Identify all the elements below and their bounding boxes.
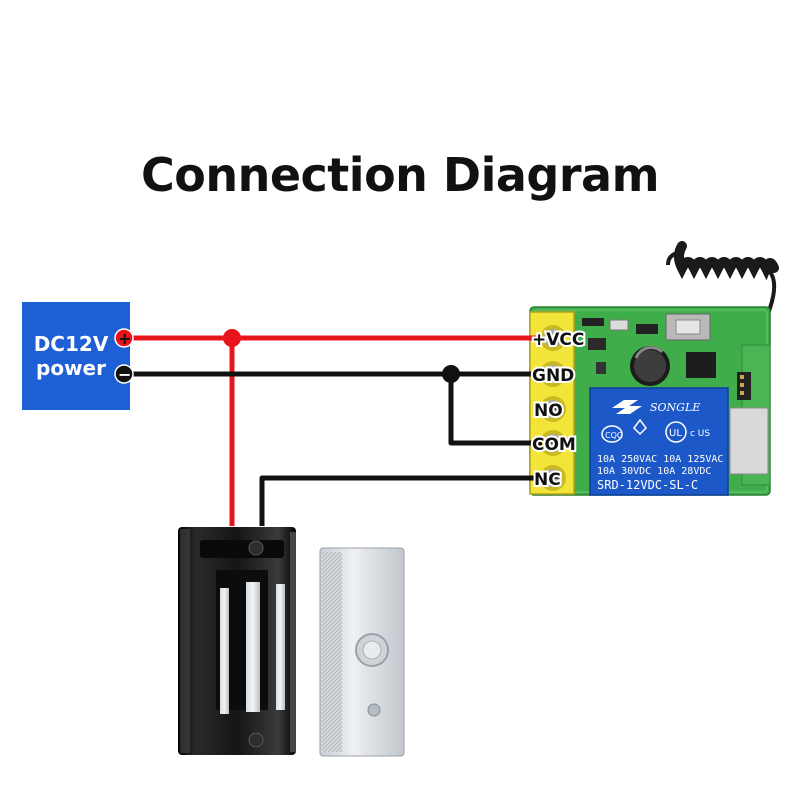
svg-text:CQC: CQC [605,431,623,440]
magnetic-lock [178,527,296,755]
page-title: Connection Diagram [140,148,660,202]
power-terminals: + − [114,328,134,384]
terminal-screw [540,361,566,387]
power-supply-box: DC12V power [22,302,130,410]
power-label-voltage: DC12V [33,332,109,356]
armature-plate [319,547,405,757]
wire-gnd-to-com [448,374,542,446]
power-label-power: power [36,356,106,380]
terminal-screw [540,465,566,491]
junction-positive [223,329,241,347]
relay-model: SRD-12VDC-SL-C [597,478,698,492]
plus-sign: + [118,329,131,348]
terminal-label-com: COM [532,435,576,455]
terminal-screw [540,396,566,422]
terminal-label-vcc: +VCC [532,330,584,350]
cert-marks: CQC UL c US [601,418,710,443]
minus-sign: − [118,365,131,384]
cert-text: c US [690,429,710,439]
relay-rating-2: 10A 30VDC 10A 28VDC [597,466,711,477]
terminal-label-nc: NC [534,470,561,490]
relay-brand: SONGLE [650,401,700,414]
terminal-labels: +VCC GND NO COM NC [530,328,586,492]
terminal-label-gnd: GND [532,366,574,386]
terminal-label-no: NO [534,401,563,421]
terminal-screw [540,325,566,351]
wire-nc-to-lock [259,475,542,526]
junction-negative [442,365,460,383]
svg-text:UL: UL [669,428,682,439]
relay-rating-1: 10A 250VAC 10A 125VAC [597,454,723,465]
terminal-block [529,311,575,495]
terminal-screw [540,430,566,456]
relay: SONGLE CQC UL c US 10A 250VAC 10A 125VAC… [589,387,729,496]
wires [120,329,542,526]
